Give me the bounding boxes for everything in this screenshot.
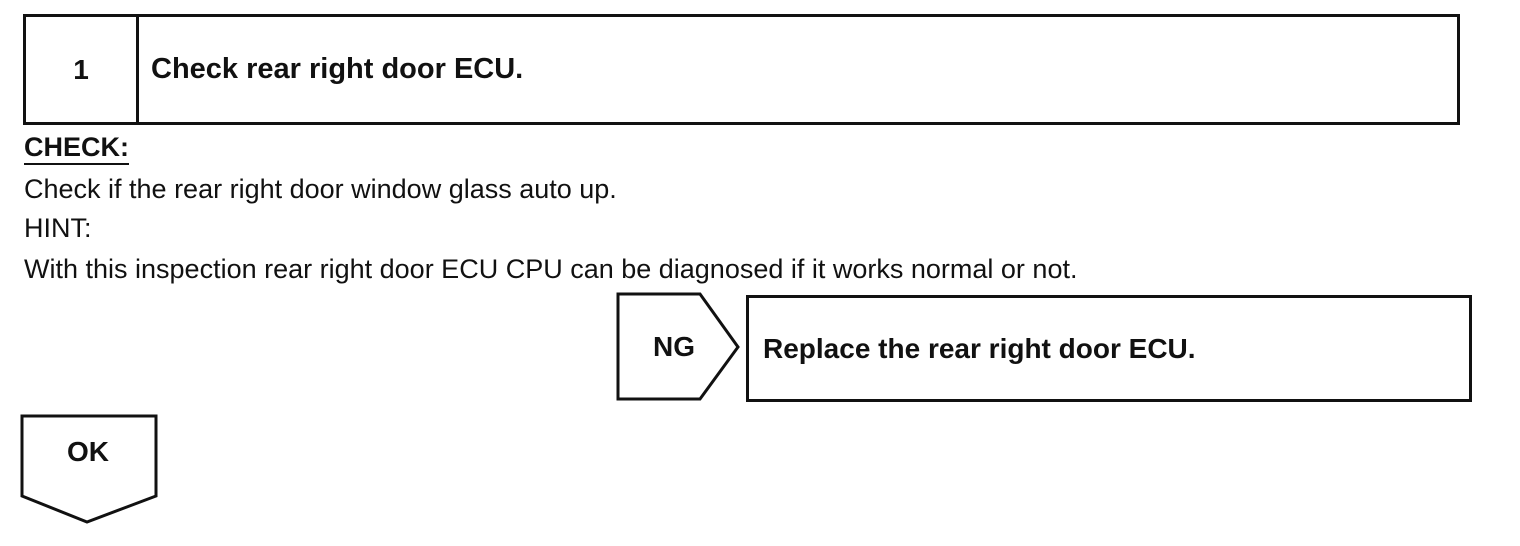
ng-action-text: Replace the rear right door ECU.: [763, 332, 1196, 364]
hint-label: HINT:: [24, 213, 92, 243]
ng-branch-arrow: NG: [616, 292, 744, 402]
ok-branch-arrow: OK: [19, 414, 159, 526]
right-arrow-shape: [616, 292, 740, 401]
ng-label: NG: [653, 331, 695, 362]
step-header-box: 1 Check rear right door ECU.: [23, 14, 1460, 125]
check-heading: CHECK:: [24, 132, 129, 165]
check-text: Check if the rear right door window glas…: [24, 174, 617, 204]
step-number: 1: [26, 17, 139, 122]
step-title: Check rear right door ECU.: [151, 53, 524, 85]
down-arrow-shape: [20, 414, 158, 524]
ok-label: OK: [67, 436, 109, 467]
hint-text: With this inspection rear right door ECU…: [24, 254, 1078, 284]
ng-result-box: Replace the rear right door ECU.: [746, 295, 1472, 402]
